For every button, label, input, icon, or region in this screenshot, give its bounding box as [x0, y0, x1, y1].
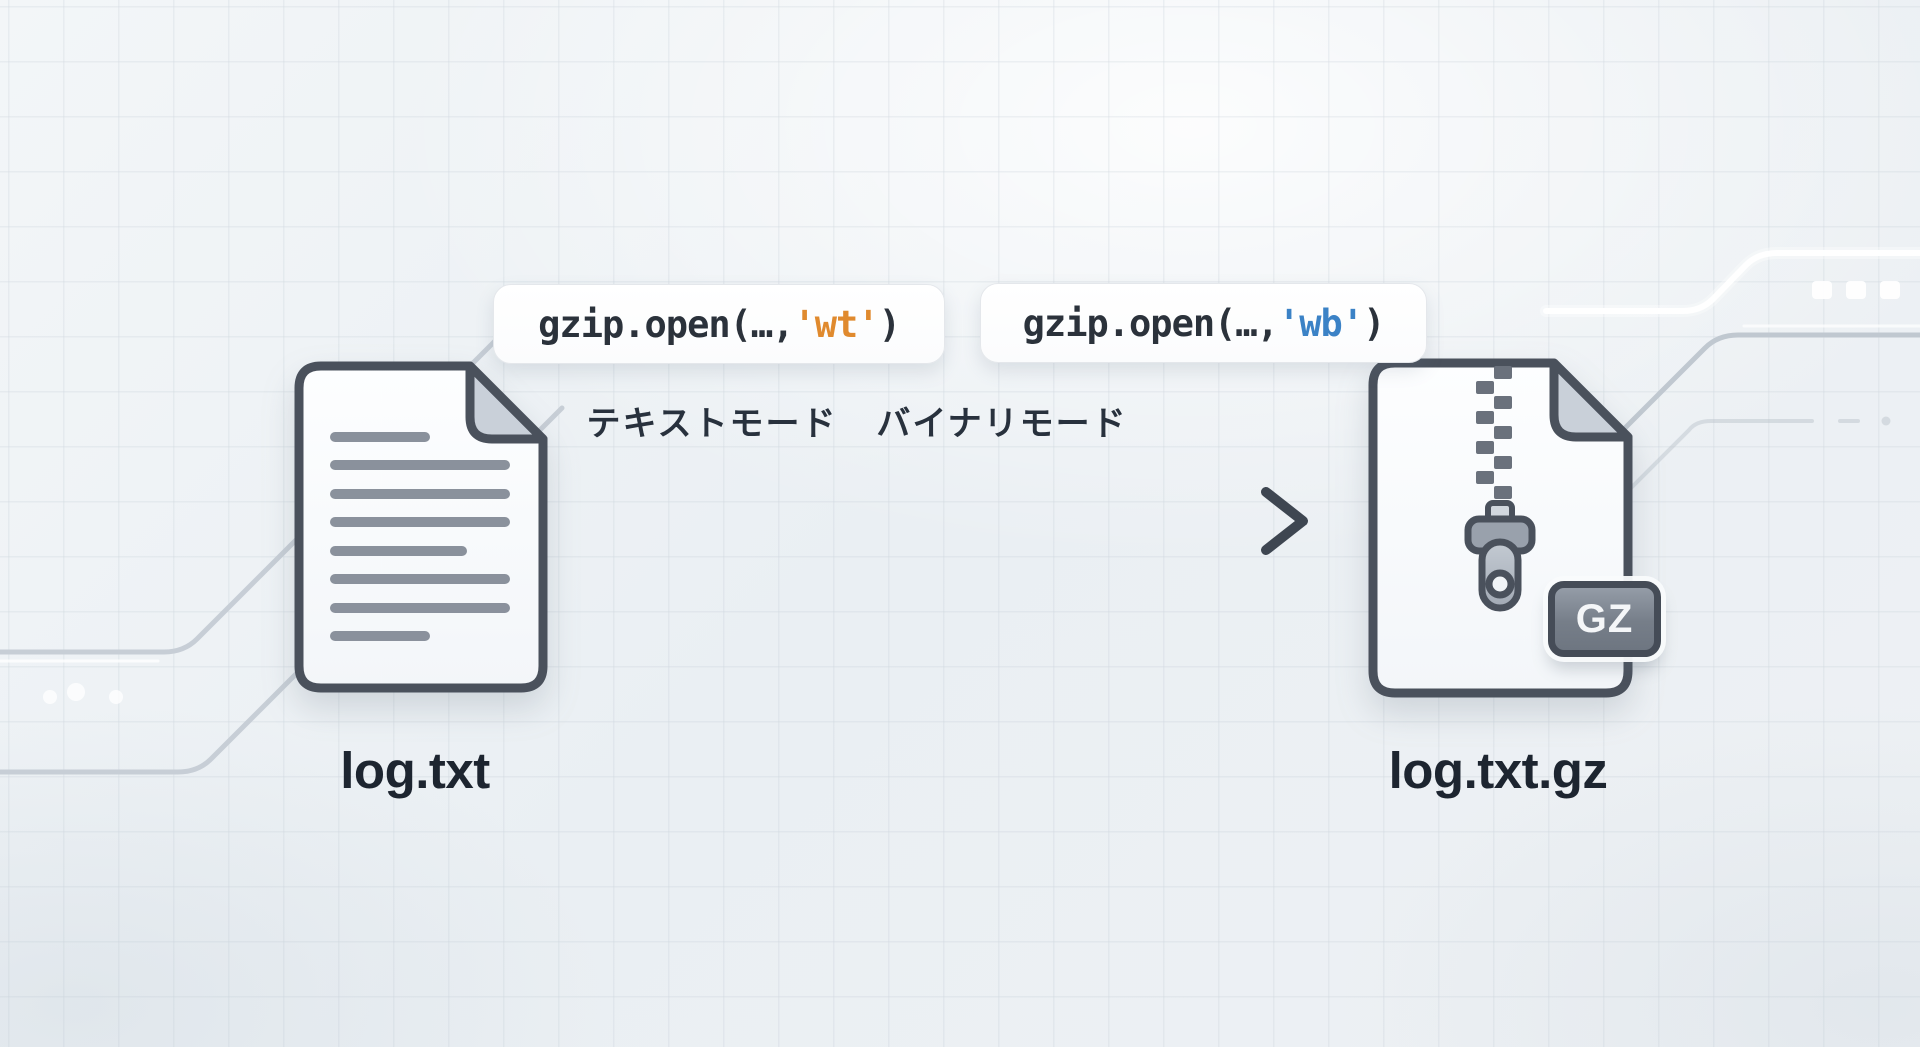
text-mode-label: テキストモード [586, 405, 838, 443]
source-filename: log.txt [340, 742, 490, 799]
arrow-right-icon [592, 487, 1308, 555]
target-filename: log.txt.gz [1388, 742, 1608, 799]
code-suffix: ) [878, 302, 901, 346]
code-badge-binary-mode: gzip.open(…,'wb') [980, 283, 1427, 363]
glow-dots [43, 683, 123, 704]
code-prefix: gzip.open(…, [538, 302, 794, 346]
code-suffix: ) [1363, 301, 1385, 345]
mode-flag-wb: 'wb' [1277, 301, 1364, 345]
text-document-icon [294, 361, 548, 693]
document-text-lines [330, 432, 510, 641]
code-prefix: gzip.open(…, [1022, 301, 1279, 345]
zipper-pull [1464, 500, 1536, 612]
circuit-trace-lines [0, 247, 1920, 775]
code-badge-text-mode: gzip.open(…,'wt') [493, 284, 945, 364]
gz-filetype-badge: GZ [1548, 581, 1661, 657]
binary-mode-label: バイナリモード [876, 405, 1128, 443]
glow-squares [1812, 281, 1900, 299]
faint-trace [1612, 416, 1891, 507]
zipper-teeth [1476, 366, 1512, 499]
mode-flag-wt: 'wt' [793, 302, 879, 346]
